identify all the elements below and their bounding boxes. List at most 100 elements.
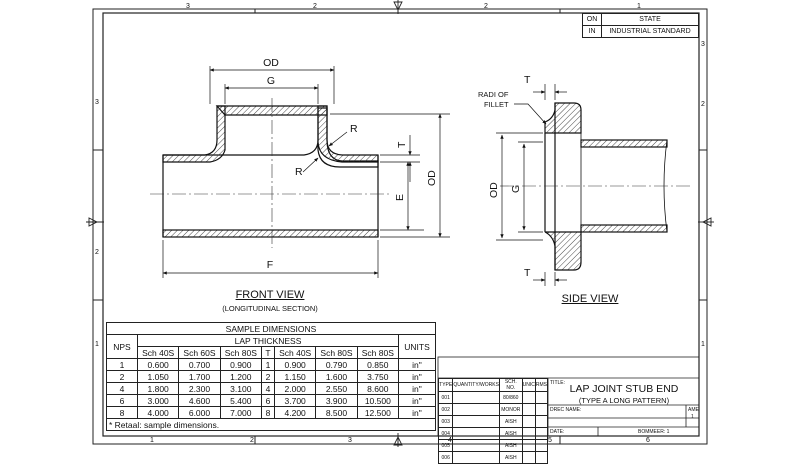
table-cell: 6.000 [178, 406, 221, 419]
sample-table-footnote: * Retaal: sample dimensions. [106, 418, 436, 431]
table-cell: 6 [106, 394, 138, 407]
state-table: ON STATE IN INDUSTRIAL STANDARD [582, 13, 699, 38]
state-cell: IN [582, 25, 602, 38]
title-label: TITLE: [550, 380, 566, 386]
table-cell: 1.050 [136, 370, 180, 383]
revision-cell: AISH [498, 439, 523, 452]
table-cell: 8.500 [315, 406, 358, 419]
side-view-stub-end [544, 102, 668, 271]
zone-label-left: 2 [95, 249, 99, 256]
table-cell: 2.300 [178, 382, 221, 395]
revision-cell: 001 [437, 391, 454, 404]
dim-f-label: F [266, 259, 274, 271]
table-cell: in" [398, 382, 436, 395]
dim-g-label: G [266, 75, 276, 87]
radi-label: RADI OF [478, 90, 509, 99]
revision-cell [452, 451, 500, 464]
revision-cell: AISH [498, 451, 523, 464]
table-cell: in" [398, 406, 436, 419]
dim-e-label: E [394, 193, 406, 201]
table-cell: 8.600 [356, 382, 400, 395]
table-cell: 5.400 [219, 394, 262, 407]
table-cell: 6 [260, 394, 275, 407]
dim-r-label: R [350, 123, 358, 135]
zone-label-bottom: 6 [646, 437, 650, 444]
lap-thickness-header: LAP THICKNESS [137, 334, 399, 347]
dim-t-label: T [396, 141, 408, 148]
revision-cell [534, 451, 549, 464]
nps-header: NPS [106, 334, 138, 359]
units-header: UNITS [398, 334, 436, 359]
revision-row: 003 AISH [437, 415, 549, 428]
front-view-subtitle: (LONGITUDINAL SECTION) [222, 304, 318, 313]
revision-cell [521, 415, 536, 428]
table-cell: 4.000 [136, 406, 180, 419]
revision-header: QUANTITY/WORKS [452, 378, 500, 392]
sheet-number: BOMMEER: 1 [638, 429, 670, 435]
table-row: 8 4.000 6.000 7.000 8 4.200 8.500 12.500… [106, 406, 436, 419]
column-header: Sch 80S [356, 346, 400, 359]
state-cell: STATE [601, 13, 699, 26]
revision-header: UNIC [521, 378, 536, 392]
table-row: 2 1.050 1.700 1.200 2 1.150 1.600 3.750 … [106, 370, 436, 383]
revision-header: TYPE [437, 378, 454, 392]
revision-cell [521, 427, 536, 440]
date-label: DATE: [550, 429, 565, 435]
revision-cell: 002 [437, 403, 454, 416]
side-view-dimensions [496, 84, 567, 286]
table-row: 4 1.800 2.300 3.100 4 2.000 2.550 8.600 … [106, 382, 436, 395]
table-cell: 1.150 [273, 370, 317, 383]
table-cell: 0.900 [273, 358, 317, 371]
dim-r-label: R [295, 166, 303, 178]
revision-cell: 003 [437, 415, 454, 428]
ame-value: 1 [691, 414, 694, 420]
table-cell: 4 [260, 382, 275, 395]
table-row: 1 0.600 0.700 0.900 1 0.900 0.790 0.850 … [106, 358, 436, 371]
zone-label-top: 3 [186, 3, 190, 10]
front-view-centerlines [150, 98, 392, 248]
revision-cell [521, 451, 536, 464]
dim-g-side-label: G [510, 184, 522, 193]
state-cell: ON [582, 13, 602, 26]
column-header: Sch 80S [315, 346, 358, 359]
revision-cell [521, 439, 536, 452]
zone-label-bottom: 1 [150, 437, 154, 444]
state-row: ON STATE [582, 13, 699, 26]
revision-cell: 80/860 [498, 391, 523, 404]
revision-cell [452, 403, 500, 416]
zone-label-bottom: 3 [348, 437, 352, 444]
revision-cell: MONOR [498, 403, 523, 416]
revision-row: 004 AISH [437, 427, 549, 440]
revision-row: 006 AISH [437, 451, 549, 464]
table-row: 6 3.000 4.600 5.400 6 3.700 3.900 10.500… [106, 394, 436, 407]
side-view-title: SIDE VIEW [561, 293, 619, 305]
table-cell: 4.200 [273, 406, 317, 419]
zone-label-right: 1 [701, 341, 705, 348]
revision-row: 001 80/860 [437, 391, 549, 404]
table-cell: 1.700 [178, 370, 221, 383]
table-cell: 3.000 [136, 394, 180, 407]
table-cell: 0.790 [315, 358, 358, 371]
sample-table-title: SAMPLE DIMENSIONS [106, 322, 436, 335]
table-cell: 4.600 [178, 394, 221, 407]
revision-cell: 004 [437, 427, 454, 440]
dim-t-top-label: T [524, 74, 531, 86]
front-view-dimensions [162, 66, 450, 278]
zone-label-bottom: 5 [548, 437, 552, 444]
table-cell: 1.200 [219, 370, 262, 383]
table-cell: 2 [106, 370, 138, 383]
revision-cell: AISH [498, 427, 523, 440]
table-cell: 0.600 [136, 358, 180, 371]
revision-table: TYPE QUANTITY/WORKS SCH. NO. UNIC RMS 00… [437, 378, 549, 464]
revision-cell [521, 391, 536, 404]
zone-label-left: 3 [95, 99, 99, 106]
table-cell: in" [398, 394, 436, 407]
revision-cell [452, 415, 500, 428]
table-cell: 0.850 [356, 358, 400, 371]
zone-label-top: 2 [313, 3, 317, 10]
revision-cell [534, 415, 549, 428]
dim-t-bottom-label: T [524, 267, 531, 279]
ame-label: AME [688, 407, 699, 413]
table-cell: 0.900 [219, 358, 262, 371]
revision-header: RMS [534, 378, 549, 392]
